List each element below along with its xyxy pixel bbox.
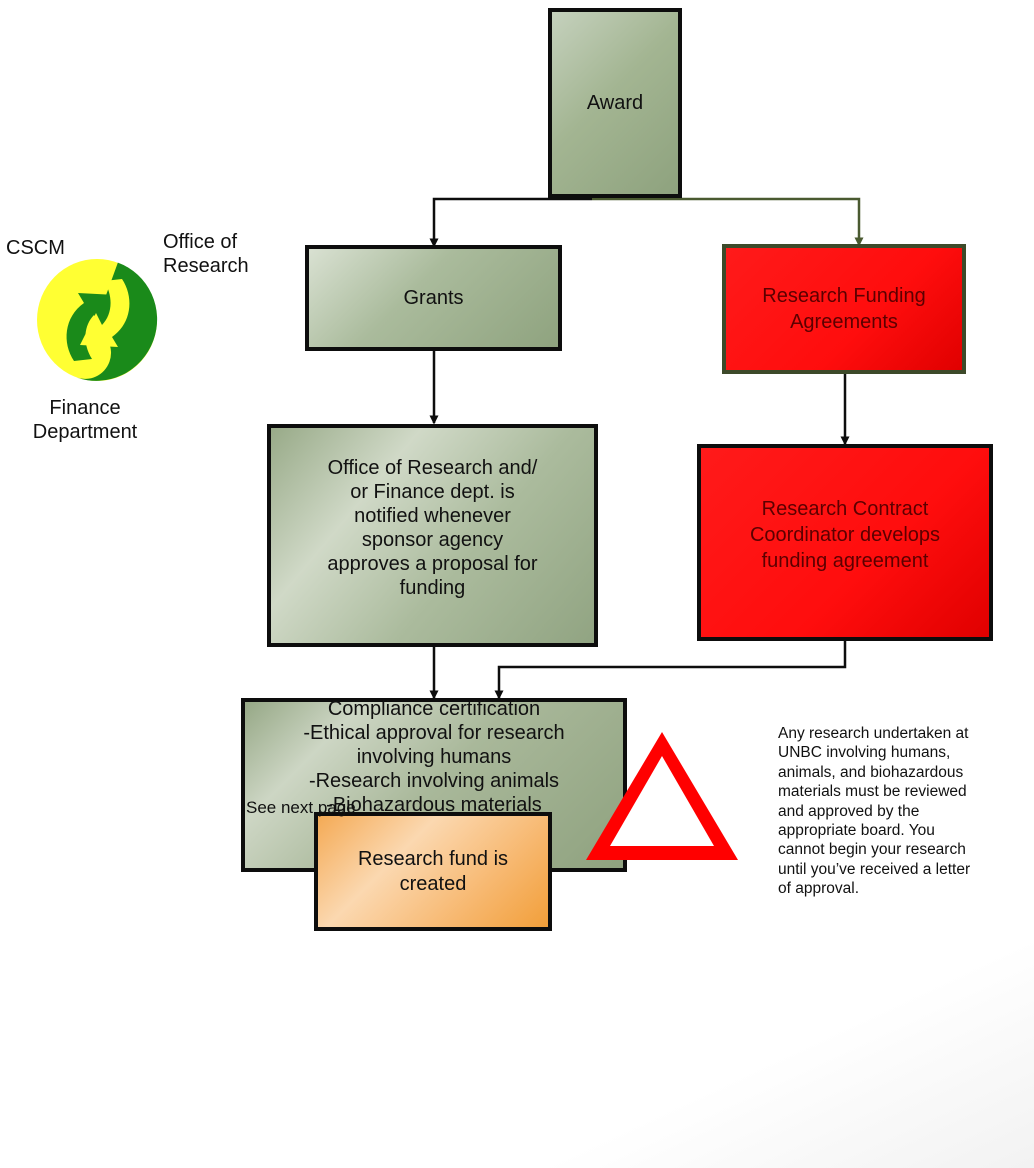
logo-label-office-of-research: Office of Research [163, 231, 249, 277]
see-next-page-label: See next page [246, 798, 356, 817]
arrow-coordinator-to-compliance [494, 641, 847, 700]
recycle-cycle-icon [37, 259, 158, 381]
fund-created-label: Research fund is created [357, 847, 509, 895]
arrow-award-to-funding [592, 197, 864, 247]
grants-box: Grants [305, 245, 562, 351]
fund-created-box: Research fund is created [314, 812, 552, 931]
office-notified-label: Office of Research and/ or Finance dept.… [327, 456, 538, 599]
funding-agreements-label: Research Funding Agreements [762, 285, 926, 333]
arrow-award-to-grants [429, 197, 592, 248]
approval-note: Any research undertaken at UNBC involvin… [778, 725, 971, 898]
contract-coordinator-box: Research Contract Coordinator develops f… [697, 444, 993, 641]
logo-label-cscm: CSCM [6, 237, 65, 259]
contract-coordinator-label: Research Contract Coordinator develops f… [749, 497, 941, 572]
logo-label-finance-department: Finance Department [32, 397, 138, 443]
award-label: Award [586, 92, 644, 114]
award-box: Award [548, 8, 682, 198]
grants-label: Grants [403, 287, 464, 309]
warning-triangle-icon [586, 732, 738, 860]
funding-agreements-box: Research Funding Agreements [722, 244, 966, 374]
office-notified-box: Office of Research and/ or Finance dept.… [267, 424, 598, 647]
